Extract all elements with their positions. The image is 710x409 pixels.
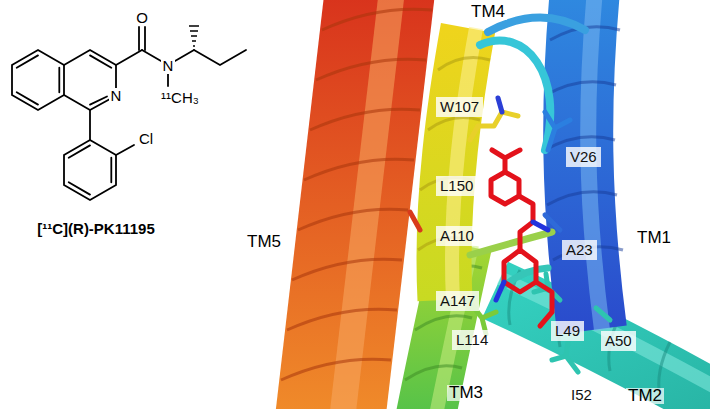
atom-label: N [161,58,176,74]
residue-label: L150 [436,176,477,196]
helix-label: TM1 [637,230,671,246]
residue-text: A147 [440,292,475,309]
helix-label: TM3 [447,385,485,401]
residue-label: L49 [551,321,584,341]
helix-label: TM4 [469,4,507,20]
atom-label: N [109,88,124,104]
residue-text: L114 [456,331,488,348]
residue-text: L49 [555,322,580,339]
atom-label: ¹¹CH₃ [159,90,201,106]
residue-label: I52 [567,385,596,405]
residue-label: A50 [601,331,636,351]
helix-label: TM5 [247,234,281,250]
residue-text: I52 [571,386,592,403]
residue-text: L150 [440,177,473,194]
residue-label: W107 [436,97,483,117]
residue-label: L114 [452,330,492,350]
compound-name: [¹¹C](R)-PK11195 [37,221,155,237]
atom-label: Cl [137,131,155,147]
residue-text: W107 [440,98,479,115]
helix-label: TM2 [626,388,664,404]
residue-label: A23 [562,240,597,260]
residue-label: A147 [436,291,479,311]
residue-text: V26 [570,148,597,165]
residue-text: A110 [440,227,474,244]
residue-label: A110 [436,226,478,246]
residue-text: A50 [605,332,632,349]
residue-text: A23 [566,241,593,258]
atom-label: O [134,10,150,26]
residue-label: V26 [566,147,601,167]
